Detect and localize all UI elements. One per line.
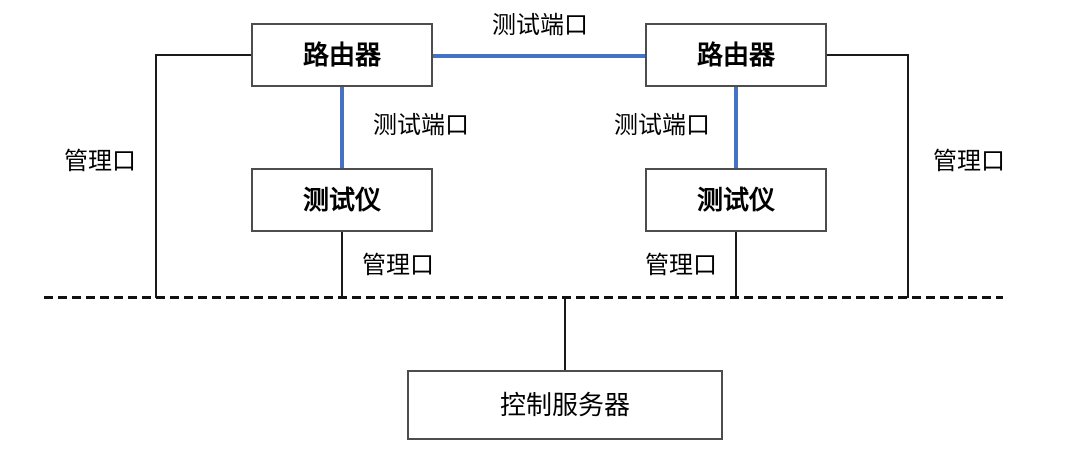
edge-server-to-bus (564, 298, 566, 370)
node-router-left-label: 路由器 (302, 40, 381, 70)
edge-mgmt-router-left-vertical (155, 54, 157, 298)
node-tester-right: 测试仪 (645, 168, 827, 232)
label-test-port-left: 测试端口 (373, 112, 469, 140)
node-control-server-label: 控制服务器 (499, 390, 630, 420)
node-tester-left-label: 测试仪 (302, 185, 381, 215)
label-mgmt-port-bottom-left: 管理口 (362, 252, 434, 280)
edge-mgmt-router-left-horizontal (155, 54, 251, 56)
label-mgmt-port-right: 管理口 (933, 148, 1005, 176)
management-bus-dashed-line (44, 296, 1003, 299)
label-test-port-top: 测试端口 (485, 12, 595, 40)
edge-test-port-router-to-router (433, 54, 645, 58)
node-control-server: 控制服务器 (407, 370, 723, 440)
node-tester-left: 测试仪 (251, 168, 433, 232)
label-test-port-right: 测试端口 (614, 112, 710, 140)
edge-mgmt-tester-left-down (341, 232, 343, 298)
edge-mgmt-tester-right-down (735, 232, 737, 298)
edge-test-port-router-right-to-tester-right (734, 87, 738, 168)
edge-mgmt-router-right-horizontal (827, 54, 909, 56)
node-router-right: 路由器 (645, 23, 827, 87)
node-tester-right-label: 测试仪 (696, 185, 775, 215)
label-mgmt-port-bottom-right: 管理口 (645, 252, 717, 280)
label-mgmt-port-left: 管理口 (64, 148, 136, 176)
node-router-left: 路由器 (251, 23, 433, 87)
edge-mgmt-router-right-vertical (907, 54, 909, 298)
node-router-right-label: 路由器 (696, 40, 775, 70)
edge-test-port-router-left-to-tester-left (340, 87, 344, 168)
